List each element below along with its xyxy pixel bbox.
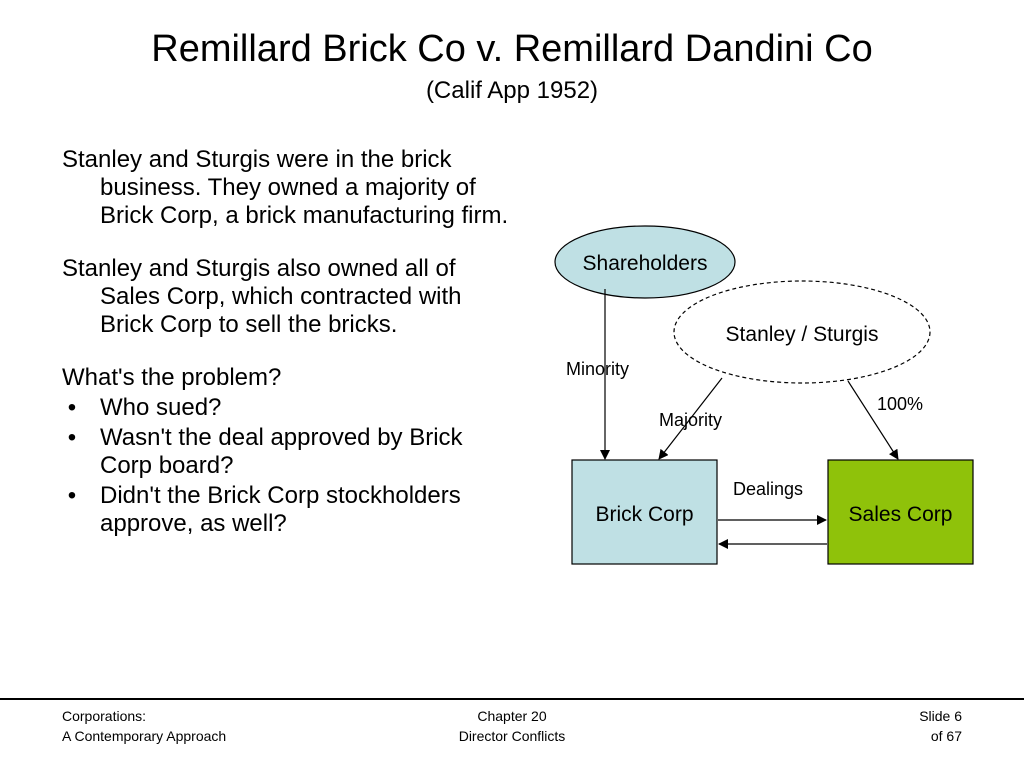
bullet-list: • Who sued? • Wasn't the deal approved by … <box>62 394 512 538</box>
slide-subtitle: (Calif App 1952) <box>425 77 599 104</box>
footer-book-line-1: Corporations: <box>62 708 147 724</box>
bullet-item: • Wasn't the deal approved by Brick Corp … <box>62 424 512 480</box>
hundred-percent-arrow <box>847 380 899 460</box>
footer-book: Corporations: A Contemporary Approach <box>62 706 226 746</box>
body-paragraph-2: Stanley and Sturgis also owned all of Sa… <box>62 255 462 338</box>
slide-title: Remillard Brick Co v. Remillard Dandini … <box>151 28 873 70</box>
bullet-text: Didn't the Brick Corp stockholders appro… <box>100 482 461 537</box>
footer-book-line-2: A Contemporary Approach <box>62 728 227 744</box>
footer-chapter: Chapter 20 Director Conflicts <box>412 706 612 746</box>
minority-label: Minority <box>566 359 629 379</box>
shareholders-label: Shareholders <box>583 252 708 275</box>
bullet-dot: • <box>67 482 77 509</box>
majority-label: Majority <box>659 410 722 430</box>
footer-divider <box>0 698 1024 700</box>
bullet-dot: • <box>67 424 77 451</box>
footer-chapter-line-2: Director Conflicts <box>458 728 566 744</box>
brick-corp-label: Brick Corp <box>595 503 693 526</box>
majority-arrow <box>658 377 723 460</box>
dealings-label: Dealings <box>733 479 803 499</box>
body-paragraph-1: Stanley and Sturgis were in the brick bu… <box>62 146 509 229</box>
shareholders-node <box>554 225 736 299</box>
bullet-item: • Didn't the Brick Corp stockholders appr… <box>62 482 512 538</box>
footer-chapter-line-1: Chapter 20 <box>477 708 547 724</box>
bullet-text: Who sued? <box>100 394 222 421</box>
body-question: What's the problem? <box>62 364 282 391</box>
slide-body: Stanley and Sturgis were in the brick bu… <box>62 146 512 540</box>
sales-corp-label: Sales Corp <box>849 503 953 526</box>
bullet-text: Wasn't the deal approved by Brick Corp b… <box>100 424 463 479</box>
stanley-sturgis-node <box>673 280 931 384</box>
bullet-dot: • <box>67 394 77 421</box>
bullet-item: • Who sued? <box>62 394 512 422</box>
stanley-sturgis-label: Stanley / Sturgis <box>726 323 879 346</box>
hundred-percent-label: 100% <box>877 394 923 414</box>
footer-slide-number: Slide 6 of 67 <box>919 706 962 746</box>
sales-corp-node <box>827 459 974 565</box>
footer-slide-line-2: of 67 <box>930 728 962 744</box>
brick-corp-node <box>571 459 718 565</box>
footer-slide-line-1: Slide 6 <box>919 708 962 724</box>
